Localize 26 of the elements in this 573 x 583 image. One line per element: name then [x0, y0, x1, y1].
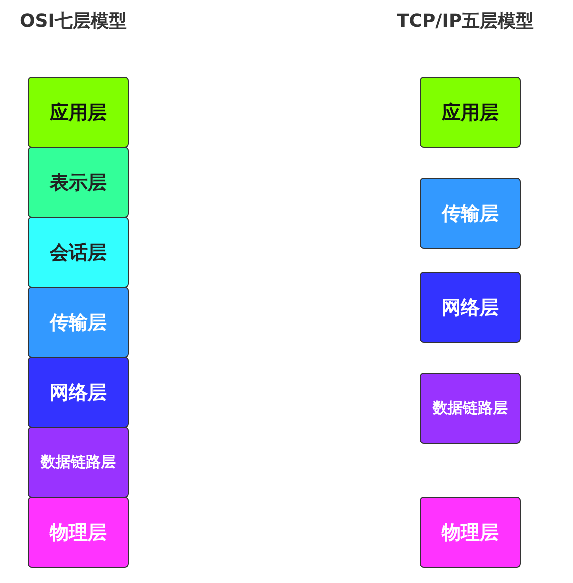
layer-box — [28, 77, 129, 148]
layer-box — [420, 272, 521, 343]
layer-name: 网络层 — [442, 296, 499, 320]
layer-name: 物理层 — [50, 520, 107, 546]
layer-box — [28, 497, 129, 568]
layer-box — [28, 357, 129, 428]
layer-box — [28, 217, 129, 288]
column-heading: OSI七层模型 — [20, 10, 127, 33]
layer-box — [420, 497, 521, 568]
layer-box — [420, 373, 521, 444]
layer-box — [28, 287, 129, 358]
layer-name: 应用层 — [50, 100, 107, 126]
layer-name: 物理层 — [442, 520, 499, 546]
layer-box — [420, 77, 521, 148]
layer-name: 传输层 — [50, 310, 107, 336]
layer-box — [28, 427, 129, 498]
layer-name: 网络层 — [50, 380, 107, 406]
layer-box — [28, 147, 129, 218]
layer-name: 会话层 — [50, 240, 107, 266]
layer-box — [420, 178, 521, 249]
column-heading: TCP/IP五层模型 — [397, 10, 534, 33]
layer-name: 数据链路层 — [433, 399, 508, 418]
layer-name: 应用层 — [442, 100, 499, 126]
layer-name: 数据链路层 — [41, 453, 116, 472]
layer-name: 表示层 — [50, 170, 107, 196]
layer-name: 传输层 — [442, 202, 499, 226]
